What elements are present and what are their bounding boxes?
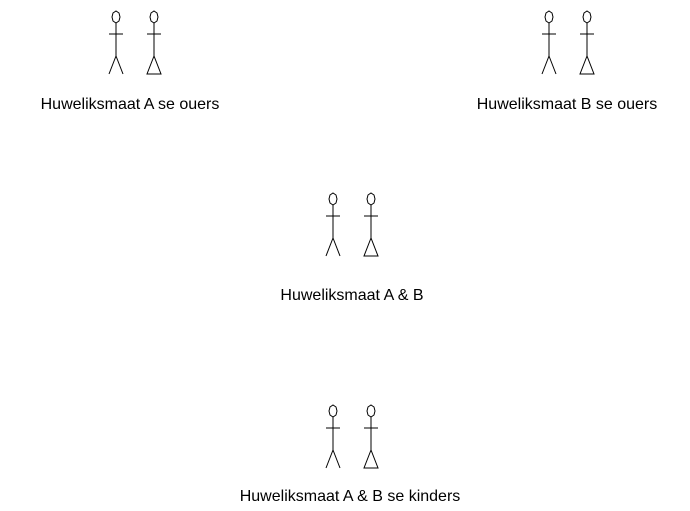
male-stick-figure-icon bbox=[325, 192, 341, 257]
female-stick-figure-icon bbox=[579, 10, 595, 75]
caption-parents-b: Huweliksmaat B se ouers bbox=[476, 96, 658, 113]
figure-pair-parents-a bbox=[108, 10, 162, 75]
female-stick-figure-icon bbox=[146, 10, 162, 75]
figure-pair-parents-b bbox=[541, 10, 595, 75]
caption-parents-a: Huweliksmaat A se ouers bbox=[40, 96, 220, 113]
figure-pair-children bbox=[325, 404, 379, 469]
male-stick-figure-icon bbox=[325, 404, 341, 469]
caption-couple: Huweliksmaat A & B bbox=[280, 287, 424, 304]
male-stick-figure-icon bbox=[108, 10, 124, 75]
female-stick-figure-icon bbox=[363, 192, 379, 257]
figure-pair-couple bbox=[325, 192, 379, 257]
caption-children: Huweliksmaat A & B se kinders bbox=[239, 488, 461, 505]
male-stick-figure-icon bbox=[541, 10, 557, 75]
female-stick-figure-icon bbox=[363, 404, 379, 469]
